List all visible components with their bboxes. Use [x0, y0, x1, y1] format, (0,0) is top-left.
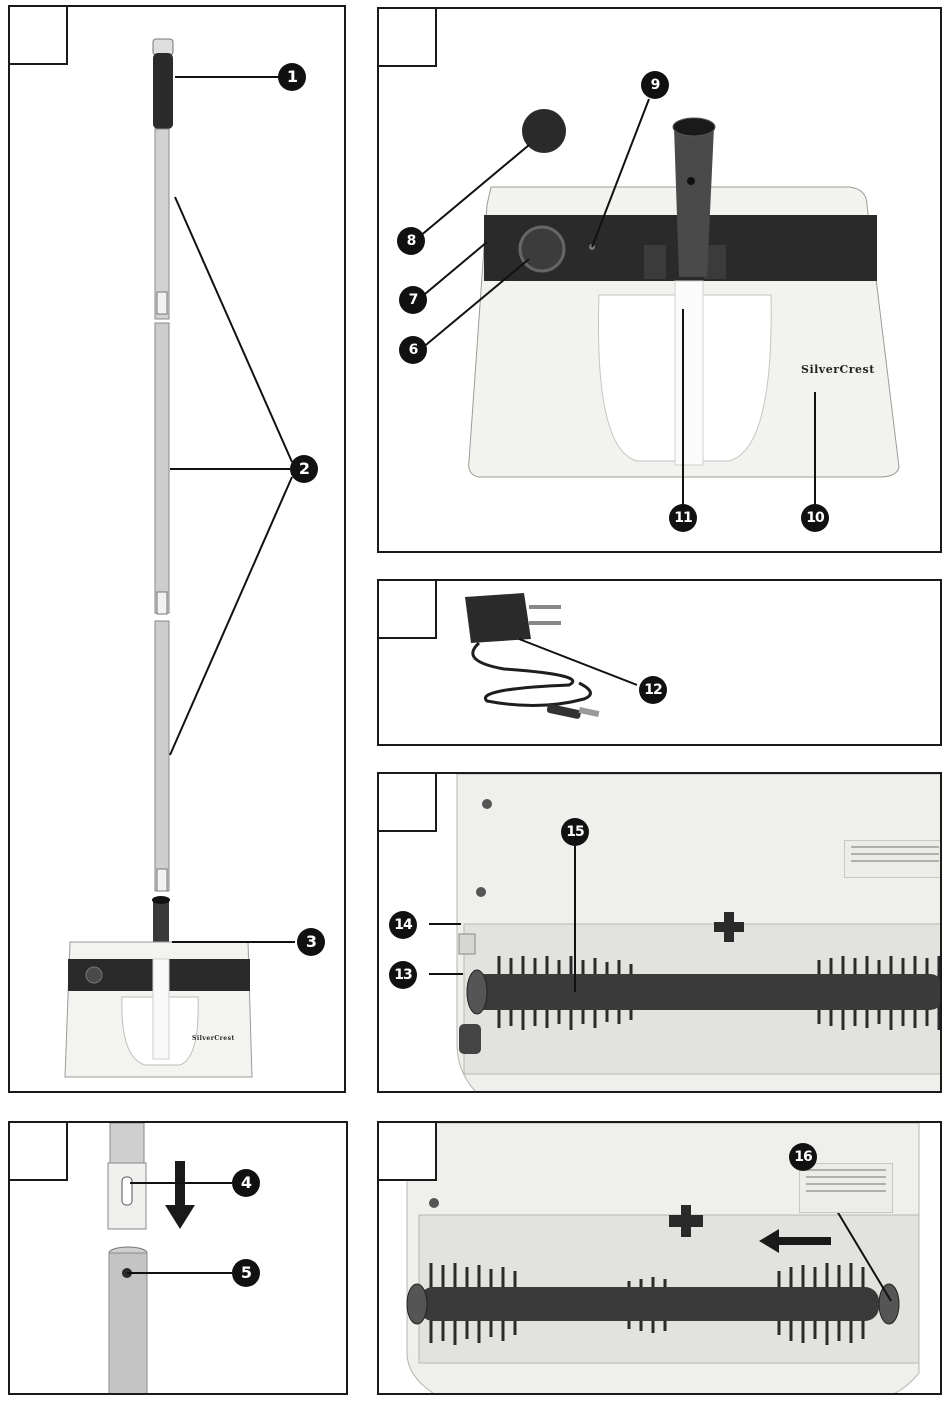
callout-8: 8: [397, 227, 425, 255]
brush-roller: [469, 974, 942, 1010]
panel-underside-brush: 15 14 13: [377, 772, 942, 1093]
panel-corner-box: [379, 1123, 437, 1181]
panel-corner-box: [10, 7, 68, 65]
upper-pole-section: [110, 1123, 144, 1163]
handle-socket: [675, 281, 703, 465]
callout-15: 15: [561, 818, 589, 846]
callout-13: 13: [389, 961, 417, 989]
insert-direction-arrow: [165, 1161, 195, 1229]
callout-10: 10: [801, 504, 829, 532]
panel-corner-box: [379, 581, 437, 639]
rating-label-sticker: [799, 1163, 893, 1213]
callout-14: 14: [389, 911, 417, 939]
panel-corner-box: [379, 774, 437, 832]
panel-pole-connection: 4 5: [8, 1121, 348, 1395]
callout-4: 4: [232, 1169, 260, 1197]
callout-11: 11: [669, 504, 697, 532]
panel-overview: SilverCrest 1 2 3: [8, 5, 346, 1093]
push-button-clip: [122, 1177, 132, 1205]
brand-logo-small: SilverCrest: [192, 1035, 235, 1042]
brush-end-cap-right: [879, 1284, 899, 1324]
callout-1: 1: [278, 63, 306, 91]
panel-power-adapter: 12: [377, 579, 942, 746]
callout-5: 5: [232, 1259, 260, 1287]
panel-body-detail: SilverCrest 8 7 6 9 11 10: [377, 7, 942, 553]
underside-illustration: [379, 774, 942, 1093]
pole-segment-upper: [155, 129, 169, 319]
pole-clip-upper: [157, 292, 167, 314]
handle-grip: [153, 53, 173, 129]
handle-cap: [153, 39, 173, 55]
pole-segment-lower: [155, 621, 169, 891]
power-button: [86, 967, 102, 983]
callout-6: 6: [399, 336, 427, 364]
callout-9: 9: [641, 71, 669, 99]
panel-corner-box: [379, 9, 437, 67]
brush-roller: [419, 1287, 879, 1321]
callout-16: 16: [789, 1143, 817, 1171]
brush-end-cap: [467, 970, 487, 1014]
panel-corner-box: [10, 1123, 68, 1181]
brush-end-cap-left: [407, 1284, 427, 1324]
brand-logo: SilverCrest: [801, 363, 875, 376]
rating-label-sticker: [844, 840, 942, 878]
sweeper-assembly-illustration: [10, 7, 346, 1093]
power-adapter-illustration: [379, 581, 942, 746]
handle-tube: [674, 127, 714, 277]
dc-plug: [546, 704, 581, 720]
callout-7: 7: [399, 286, 427, 314]
callout-3: 3: [297, 928, 325, 956]
pole-clip-lower: [157, 869, 167, 891]
callout-12: 12: [639, 676, 667, 704]
pole-clip-middle: [157, 592, 167, 614]
callout-2: 2: [290, 455, 318, 483]
adapter-cable: [473, 643, 591, 706]
adapter-body: [465, 593, 531, 643]
pole-segment-middle: [155, 323, 169, 613]
power-switch: [520, 227, 564, 271]
panel-brush-removal: 16: [377, 1121, 942, 1395]
